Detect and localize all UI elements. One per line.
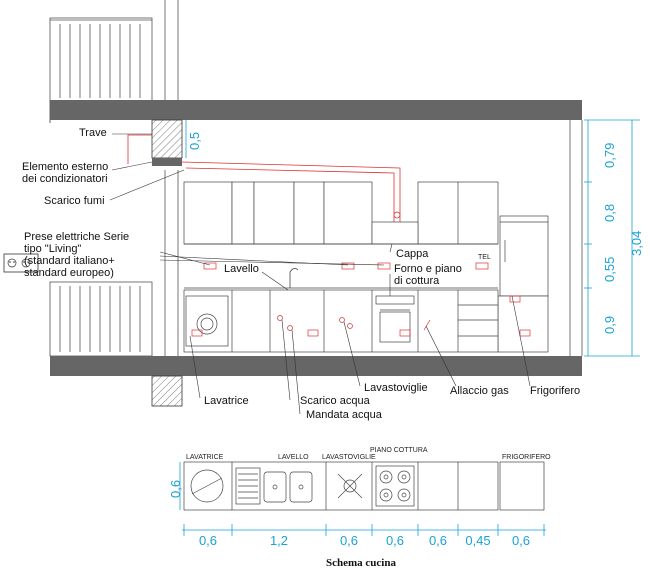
label-tel: TEL [478,254,491,261]
plan-width-dim-2: 1,2 [270,533,288,548]
height-dim-4: 0,9 [602,316,617,334]
beam-section [151,119,183,159]
beam-section-bottom [151,375,183,407]
plan-width-dimension-line [182,524,546,536]
oven [375,295,415,343]
label-lavello: Lavello [224,263,259,275]
plan-label-lavello: LAVELLO [278,454,309,461]
base-cabinets [183,287,499,353]
plan-width-dim-1: 0,6 [199,533,217,548]
label-cappa: Cappa [396,248,429,260]
plan-cooktop [375,465,415,507]
plan-sink [235,467,313,505]
plan-dishwasher [337,473,363,499]
plan-width-dim-3: 0,6 [340,533,358,548]
plan-width-dim-4: 0,6 [386,533,404,548]
label-scarico-acqua: Scarico acqua [300,395,371,407]
label-allaccio-gas: Allaccio gas [450,385,509,397]
plan-label-piano-cottura: PIANO COTTURA [370,447,428,454]
plan-depth-dim: 0,6 [168,480,183,498]
leader-lines [109,133,531,415]
total-height-dim: 3,04 [629,231,644,256]
socket-illustration-icon [3,253,39,273]
upper-cabinets [183,181,499,245]
height-dim-3: 0,55 [602,257,617,282]
plan-label-lavatrice: LAVATRICE [186,454,224,461]
hood [371,221,419,245]
plan-label-lavastoviglie: LAVASTOVIGLIE [322,454,376,461]
plan-width-dim-6: 0,45 [465,533,490,548]
lower-railing [49,170,179,357]
label-trave: Trave [79,127,107,139]
label-lavastoviglie: Lavastoviglie [364,382,428,394]
sink-tap [289,268,299,288]
beam-dim-text: 0,5 [187,132,202,150]
upper-railing [49,0,179,103]
label-scarico-fumi: Scarico fumi [44,195,105,207]
plan-caption: Schema cucina [326,557,396,569]
plan-width-dim-7: 0,6 [512,533,530,548]
plan-width-dim-5: 0,6 [429,533,447,548]
plan-label-frigorifero: FRIGORIFERO [502,454,551,461]
sockets [191,262,531,337]
label-frigorifero: Frigorifero [530,385,580,397]
washing-machine [185,295,229,347]
plan-washing-machine [190,469,224,503]
ac-unit [152,158,182,166]
height-dimensions [584,119,640,357]
ceiling-slab [50,100,582,120]
label-lavatrice: Lavatrice [204,395,249,407]
floor-slab [50,356,582,376]
height-dim-1: 0,79 [602,143,617,168]
label-mandata-acqua: Mandata acqua [306,409,383,421]
height-dim-2: 0,8 [602,204,617,222]
plan-view: LAVATRICE LAVELLO LAVASTOVIGLIE PIANO CO… [168,447,551,569]
beam-dimension: 0,5 [185,120,202,158]
fridge-column [497,215,549,353]
service-lines [127,134,401,222]
